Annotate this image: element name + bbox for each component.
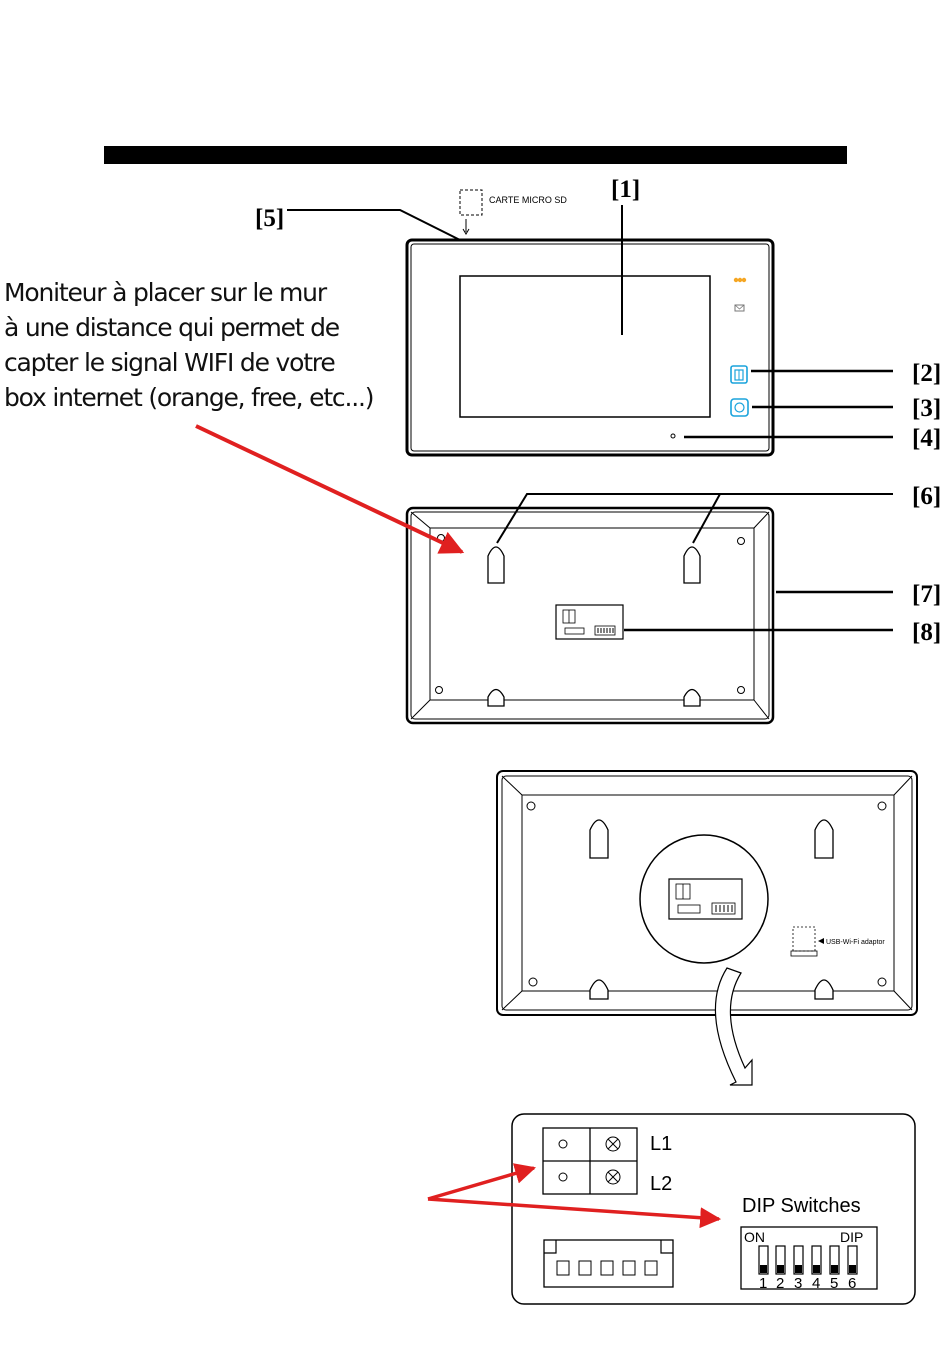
connector-block — [544, 1240, 673, 1287]
monitor-front: CARTE MICRO SD — [407, 190, 773, 455]
dip-number: 3 — [794, 1275, 802, 1292]
dip-switch — [794, 1246, 803, 1274]
callout-4: [4] — [912, 425, 941, 452]
usb-adaptor-label: USB-Wi-Fi adaptor — [826, 939, 885, 946]
dip-number: 6 — [848, 1275, 856, 1292]
dip-number: 1 — [759, 1275, 767, 1292]
dip-switch — [830, 1246, 839, 1274]
dip-number: 5 — [830, 1275, 838, 1292]
mount-slot-icon — [590, 820, 608, 858]
dip-on-label: ON — [744, 1229, 765, 1245]
monitor-screen — [460, 276, 710, 417]
callout-6: [6] — [912, 483, 941, 510]
monitor-back-detail: USB-Wi-Fi adaptor — [497, 771, 917, 1015]
callout-5: [5] — [255, 205, 284, 232]
dip-switch — [812, 1246, 821, 1274]
callout-8: [8] — [912, 619, 941, 646]
microphone-icon — [671, 434, 675, 438]
callout-7: [7] — [912, 581, 941, 608]
dip-number: 2 — [776, 1275, 784, 1292]
door-button-icon — [731, 366, 747, 383]
callout-2: [2] — [912, 360, 941, 387]
sd-card-icon — [460, 190, 482, 215]
dip-number: 4 — [812, 1275, 820, 1292]
mount-slot-icon — [815, 820, 833, 858]
monitor-back — [407, 508, 773, 723]
dip-title: DIP Switches — [742, 1195, 861, 1217]
callout-3: [3] — [912, 395, 941, 422]
mount-slot-icon — [488, 547, 504, 583]
dip-switch — [776, 1246, 785, 1274]
mount-slot-icon — [684, 547, 700, 583]
sd-card-label: CARTE MICRO SD — [489, 195, 567, 205]
terminal-l1-label: L1 — [650, 1133, 672, 1155]
dip-dip-label: DIP — [840, 1229, 863, 1245]
status-led-icon — [734, 278, 746, 282]
dip-switch — [848, 1246, 857, 1274]
terminal-l2-label: L2 — [650, 1173, 672, 1195]
dip-switch — [759, 1246, 768, 1274]
talk-button-icon — [731, 399, 748, 416]
callout-1: [1] — [611, 176, 640, 203]
